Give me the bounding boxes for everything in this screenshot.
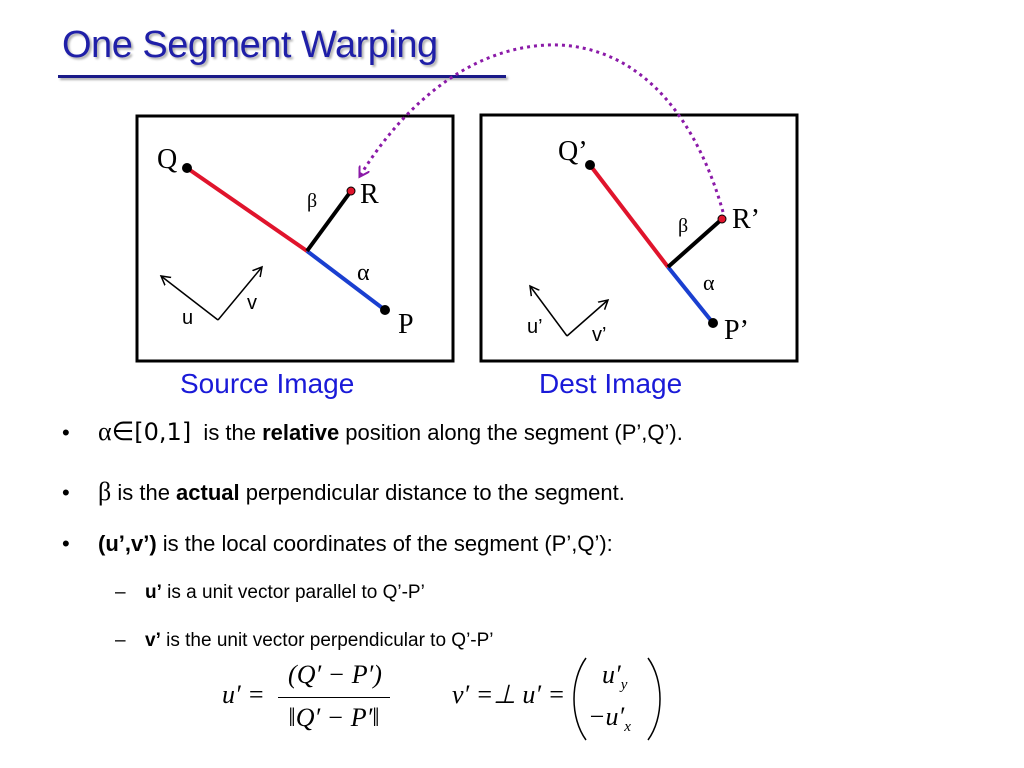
subbullet-u: –u’ is a unit vector parallel to Q’-P’ (115, 582, 425, 604)
bullet-text-post: position along the segment (P’,Q’). (339, 420, 683, 445)
sub-text-bold: u’ (145, 582, 162, 603)
dest-v-axis (566, 300, 608, 337)
sub-dash: – (115, 630, 126, 651)
bullet-uv: • (u’,v’) is the local coordinates of the… (62, 531, 613, 557)
dest-point-p (708, 318, 718, 328)
eq-v-bottom-sub: x (624, 719, 631, 736)
source-segment-blue (305, 249, 387, 312)
dest-label-p: P’ (724, 315, 749, 346)
title-underline (58, 75, 506, 78)
dest-segment-blue (666, 265, 715, 325)
eq-u-fraction-bar (278, 697, 390, 698)
bullet-text-pre: is the (197, 420, 263, 445)
bullet-text-post: perpendicular distance to the segment. (239, 480, 625, 505)
source-segment-red (185, 166, 309, 253)
eq-v-vector-parens (573, 657, 661, 741)
bullet-dot: • (62, 420, 70, 445)
source-point-q (182, 163, 192, 173)
dest-image-frame (479, 113, 799, 363)
sub-dash: – (115, 582, 126, 603)
warping-figure: Q R P β α u v Q’ R’ P’ β α u’ v’ (135, 43, 799, 363)
dest-point-r (717, 214, 727, 224)
eq-u-lhs: u′ = (222, 680, 265, 709)
dest-label-alpha: α (703, 270, 715, 295)
eq-u-numerator: (Q′ − P′) (288, 660, 382, 689)
eq-v-top-symbol: u′ (602, 660, 621, 689)
dest-u-axis (530, 286, 568, 337)
beta-symbol: β (98, 477, 112, 506)
slide-title: One Segment Warping (62, 24, 438, 66)
dest-label-q: Q’ (558, 136, 588, 167)
bullet-alpha: • α∈[0,1] is the relative position along … (62, 417, 683, 447)
source-label-alpha: α (357, 260, 370, 286)
bullet-dot: • (62, 531, 70, 556)
bullet-text-bold: actual (176, 480, 240, 505)
dest-label-r: R’ (732, 204, 760, 235)
dest-beta-line (666, 217, 724, 269)
eq-v-lhs: v′ =⊥ u′ = (452, 680, 566, 709)
eq-v-bottom-symbol: −u′ (588, 702, 625, 731)
sub-text-post: is the unit vector perpendicular to Q’-P… (160, 630, 494, 651)
source-label-p: P (398, 309, 414, 340)
source-u-axis (161, 276, 219, 321)
dest-label-beta: β (678, 215, 688, 237)
source-label-r: R (360, 179, 379, 210)
subbullet-v: –v’ is the unit vector perpendicular to … (115, 630, 494, 652)
eq-u-denominator: ‖Q′ − P′‖ (288, 703, 380, 732)
dest-segment-red (588, 163, 670, 269)
source-label-beta: β (307, 190, 317, 212)
dest-point-q (585, 160, 595, 170)
bullet-text-post: is the local coordinates of the segment … (156, 531, 613, 556)
eq-v-top-sub: y (620, 677, 628, 694)
eq-v-bottom: −u′x (588, 702, 631, 736)
alpha-range: [0,1] (134, 418, 192, 446)
source-label-q: Q (157, 144, 177, 175)
eq-v-top: u′y (602, 660, 627, 694)
source-point-r (346, 186, 356, 196)
alpha-symbol: α∈ (98, 417, 135, 446)
bullet-dot: • (62, 480, 70, 505)
source-image-frame (135, 114, 455, 363)
bullet-text-bold: (u’,v’) (98, 531, 157, 556)
dest-caption: Dest Image (539, 368, 683, 399)
dest-label-v: v’ (592, 324, 606, 346)
bullet-text-bold: relative (262, 420, 340, 445)
source-label-u: u (182, 307, 193, 329)
source-label-v: v (247, 292, 257, 314)
bullet-text-pre: is the (111, 480, 177, 505)
source-v-axis (217, 267, 262, 321)
source-beta-line (305, 189, 353, 253)
source-point-p (380, 305, 390, 315)
dest-label-u: u’ (527, 316, 543, 338)
source-caption: Source Image (180, 368, 355, 399)
bullet-beta: • β is the actual perpendicular distance … (62, 477, 625, 507)
sub-text-bold: v’ (145, 630, 161, 651)
sub-text-post: is a unit vector parallel to Q’-P’ (161, 582, 425, 603)
